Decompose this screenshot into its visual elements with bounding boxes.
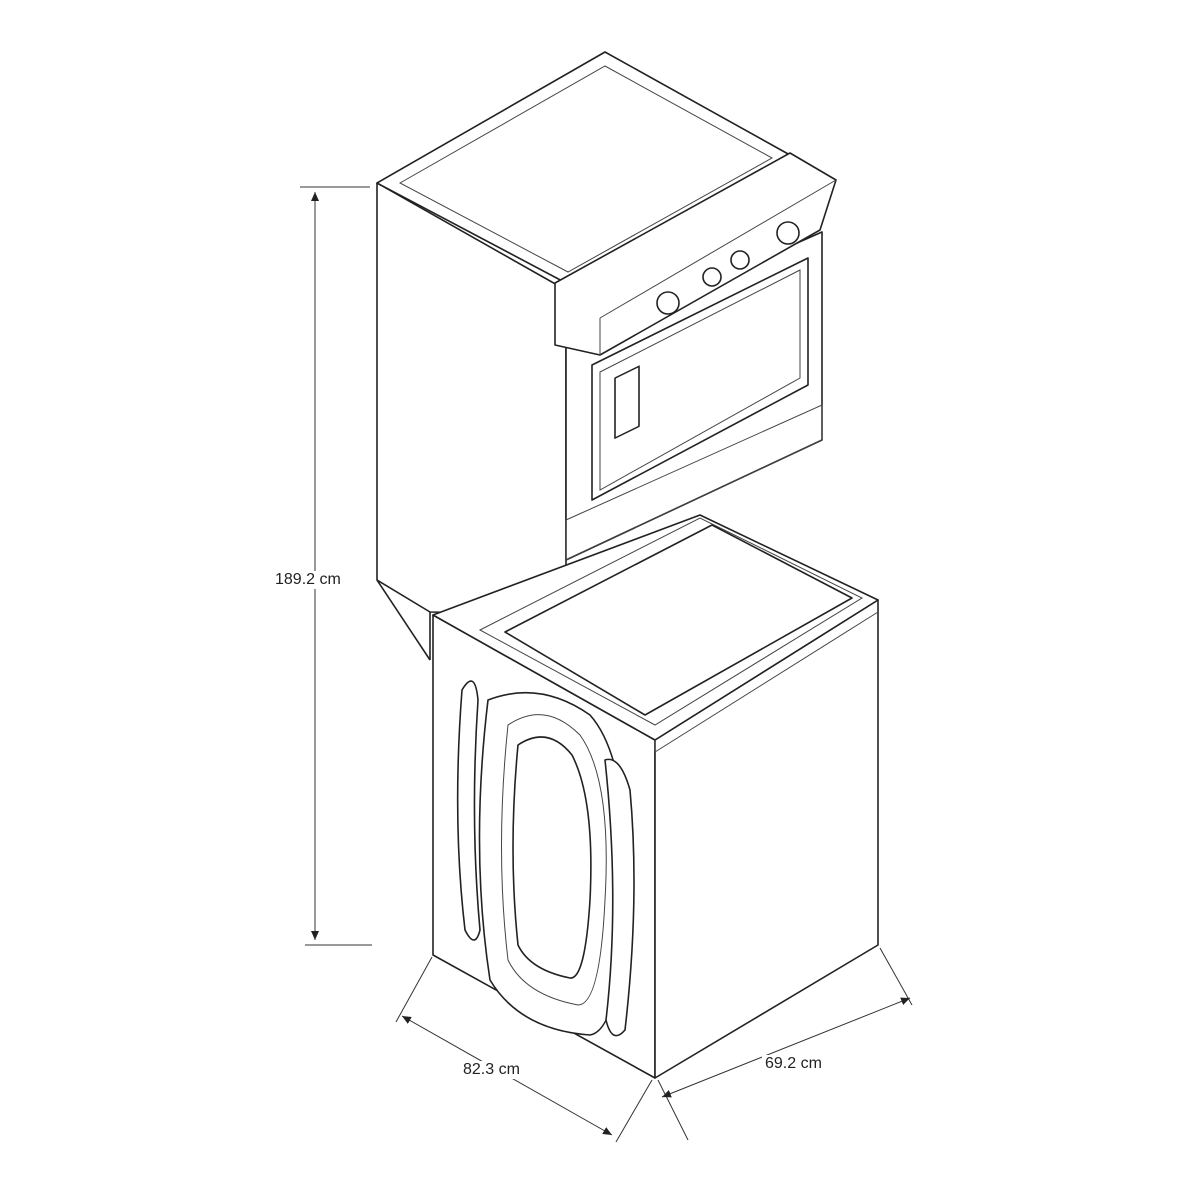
dryer-control-console — [554, 152, 837, 356]
dryer-knob — [702, 267, 722, 287]
washer-lid — [504, 524, 853, 716]
height-dimension — [300, 186, 372, 946]
width-dimension — [657, 947, 913, 1141]
dryer-knob — [776, 221, 800, 245]
dryer-knob — [730, 250, 750, 270]
dryer-unit — [376, 51, 837, 661]
depth-label: 82.3 cm — [460, 1061, 523, 1079]
washer-unit — [432, 514, 879, 1079]
height-label: 189.2 cm — [272, 571, 344, 589]
width-label: 69.2 cm — [762, 1055, 825, 1073]
washer-side-trim — [604, 758, 635, 1037]
dryer-door — [591, 257, 809, 501]
dryer-door-handle — [614, 365, 640, 439]
washer-side-trim — [456, 680, 481, 941]
dryer-knob — [656, 291, 680, 315]
